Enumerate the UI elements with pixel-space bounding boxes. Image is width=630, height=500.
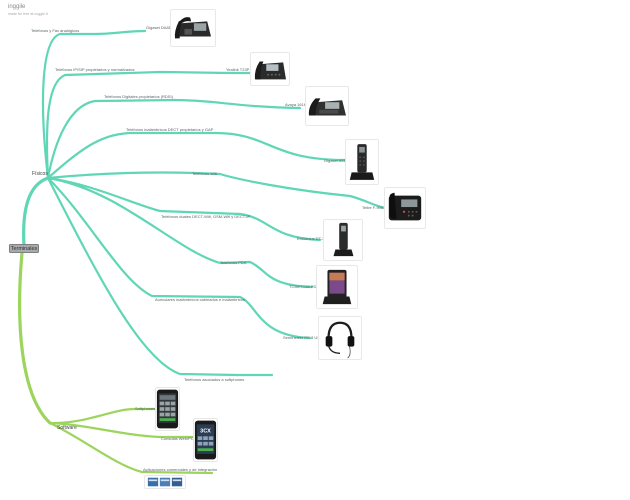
- edge-root-software: [18, 251, 52, 425]
- 3cx-app-icon: 3CX: [193, 418, 218, 462]
- edge-wifi: [46, 171, 387, 210]
- softphone-app-icon: [155, 387, 180, 431]
- headset-icon: [318, 316, 362, 360]
- label-digital-leaf: Avaya 1616: [285, 102, 307, 107]
- fixed-gsm-phone-icon: [384, 187, 426, 229]
- label-headset-leaf: Sennheiser PC 8 USB: [283, 335, 323, 340]
- app-subtitle: made for free at coggle.it: [8, 12, 48, 16]
- edge-apps: [48, 421, 214, 475]
- 3cx-logo: 3CX: [200, 429, 211, 435]
- branch-label-software: Software: [57, 425, 77, 431]
- label-dual-leaf: EnGenius DT-300: [297, 236, 330, 241]
- edge-pda: [46, 176, 314, 289]
- label-pda-leaf: TC55/TC56 PDA: [289, 284, 319, 289]
- app-title: inggile: [8, 4, 26, 10]
- label-headset: Auriculares inalámbricos cableados e ina…: [155, 297, 245, 302]
- label-sip-leaf: Yealink T23P: [226, 67, 250, 72]
- label-wifi-leaf: Telbe F-900: [362, 205, 384, 210]
- label-analog: Teléfonos y Fax analógicos: [31, 28, 79, 33]
- label-softphones: Softphones: [135, 406, 155, 411]
- label-sip: Teléfonos IP/SIP propietarios y normaliz…: [55, 67, 135, 72]
- label-dual: Teléfonos duales DECT-Wifi, GSM-Wifi y D…: [161, 214, 250, 219]
- app-screenshots-icon: [144, 475, 186, 489]
- root-node[interactable]: Terminales: [9, 244, 39, 253]
- desk-phone-icon: [170, 9, 216, 47]
- header: inggile made for free at coggle.it: [8, 4, 48, 16]
- label-analog-leaf: Gigaset DA810A: [146, 25, 176, 30]
- label-wifi: Teléfonos Wifi: [192, 171, 217, 176]
- edge-digital: [46, 98, 302, 180]
- edge-assoc: [46, 176, 274, 377]
- edge-dual: [46, 176, 322, 242]
- label-consolas: Consolas Web/PC: [161, 436, 194, 441]
- edge-consolas: [48, 421, 198, 439]
- digital-phone-icon: [305, 86, 349, 126]
- edge-sip: [45, 70, 252, 180]
- label-pda: Teléfonos PDA: [220, 260, 247, 265]
- cordless-phone-icon: [345, 139, 379, 185]
- pda-device-icon: [316, 265, 358, 309]
- label-dect: Teléfonos inalámbricos DECT propietarios…: [126, 127, 214, 132]
- label-apps: Aplicaciones comerciales y de integració…: [143, 467, 217, 472]
- label-dect-leaf: Gigaset A510: [324, 158, 349, 163]
- edge-root-fisicos: [22, 176, 50, 248]
- dect-handset-icon: [323, 219, 363, 261]
- edge-softphones: [48, 407, 160, 425]
- edge-headset: [46, 176, 312, 340]
- label-assoc: Teléfonos asociados a softphones: [184, 377, 244, 382]
- edge-analog: [41, 29, 147, 180]
- branch-label-fisicos: Físicos: [32, 171, 48, 177]
- label-digital: Teléfonos Digitales propietarios (RDSI): [104, 94, 174, 99]
- edge-dect: [46, 131, 347, 180]
- ip-phone-icon: [250, 52, 290, 86]
